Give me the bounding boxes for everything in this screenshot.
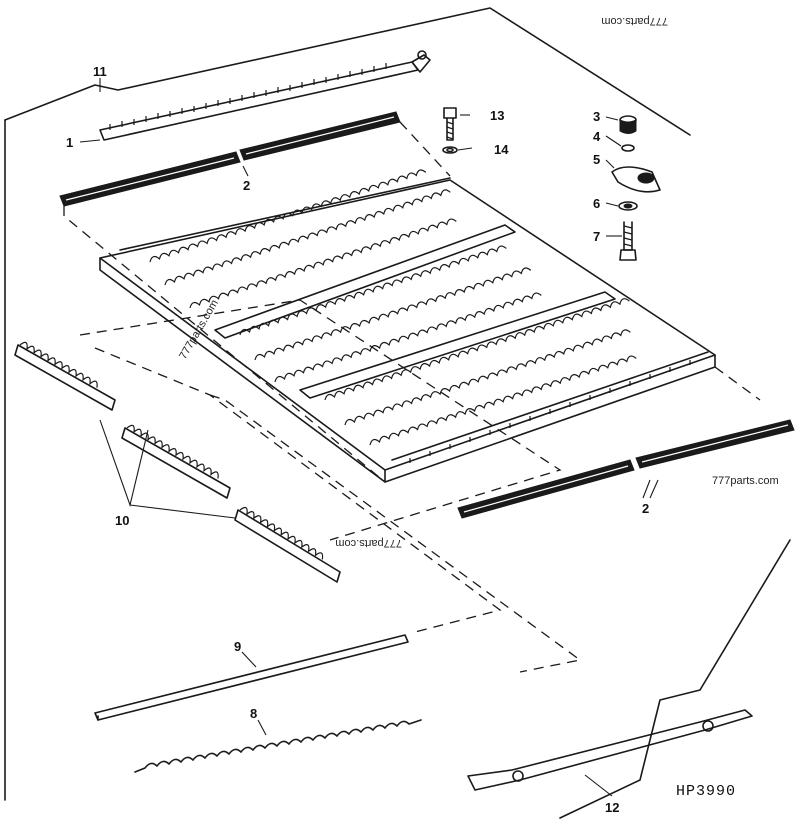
callout-2-lower: 2 — [642, 501, 649, 516]
callout-13: 13 — [490, 108, 504, 123]
callout-9: 9 — [234, 639, 241, 654]
callout-7: 7 — [593, 229, 600, 244]
part-2-lower-rails — [457, 419, 795, 519]
hardware-bolt-13-14 — [442, 107, 458, 154]
callout-2-upper: 2 — [243, 178, 250, 193]
part-9-flat-bar — [94, 634, 409, 721]
callout-8: 8 — [250, 706, 257, 721]
callout-10: 10 — [115, 513, 129, 528]
part-8-wavy-wire — [134, 719, 422, 773]
watermark-top: 777parts.com — [601, 15, 668, 27]
drawing-code: HP3990 — [676, 783, 736, 800]
leader-lines — [79, 78, 659, 797]
callout-5: 5 — [593, 152, 600, 167]
callout-12: 12 — [605, 800, 619, 815]
callout-4: 4 — [593, 129, 601, 144]
part-11-comb-strip — [99, 50, 431, 141]
sieve-louvers — [149, 169, 637, 446]
callout-14: 14 — [494, 142, 509, 157]
watermark-right: 777parts.com — [712, 475, 779, 487]
projection-lines — [63, 121, 761, 673]
callout-6: 6 — [593, 196, 600, 211]
callout-1: 1 — [66, 135, 73, 150]
callout-labels: 1 2 3 4 5 6 7 8 9 10 11 12 13 14 2 — [66, 64, 649, 815]
part-12-strap — [467, 709, 753, 791]
diagram-boundary — [4, 7, 791, 819]
callout-3: 3 — [593, 109, 600, 124]
callout-11: 11 — [93, 64, 107, 79]
hardware-stack — [611, 115, 661, 261]
watermark-mid: 777parts.com — [335, 537, 402, 549]
part-2-upper-rails — [59, 111, 401, 207]
part-10-grate-segments — [14, 341, 341, 583]
